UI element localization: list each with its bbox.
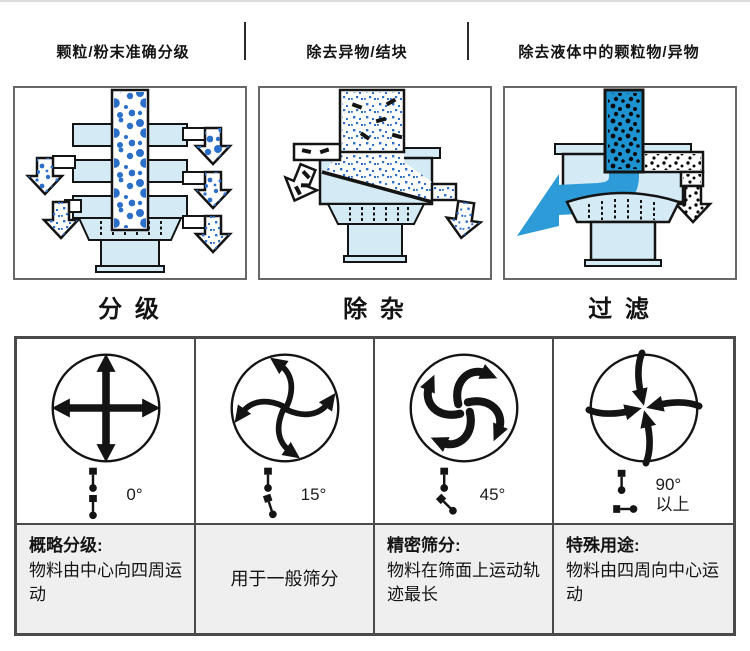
header-label-grading: 颗粒/粉末准确分级: [56, 44, 190, 61]
motion-cell-15deg: 15°: [196, 339, 375, 525]
inlet-with-impurities: [338, 88, 406, 154]
inward-arrows-icon: [584, 349, 703, 467]
header-label-liquid: 除去液体中的颗粒物/异物: [518, 44, 700, 61]
use-case-header: 颗粒/粉末准确分级 除去异物/结块 除去液体中的颗粒物/异物: [0, 2, 750, 80]
panel-impurity-box: [258, 86, 492, 280]
weight-icon-15deg: [262, 467, 277, 519]
header-label-impurity: 除去异物/结块: [306, 44, 408, 61]
angle-label: 0°: [126, 485, 143, 505]
desc-text: 物料由中心向四周运动: [29, 560, 182, 605]
motion-cell-45deg: 45°: [375, 339, 554, 525]
desc-cell-90deg: 特殊用途: 物料由四周向中心运动: [554, 525, 733, 633]
desc-text: 用于一般筛分: [230, 568, 339, 589]
angle-label: 15°: [300, 485, 327, 505]
panel-caption-filtration: 过 滤: [588, 296, 652, 323]
panel-grading-box: [13, 86, 247, 280]
panel-caption-grading: 分 级: [98, 296, 162, 323]
filtration-sieve-illustration: [517, 88, 712, 267]
desc-cell-0deg: 概略分级: 物料由中心向四周运动: [17, 525, 196, 633]
inclined-screen: [321, 170, 433, 204]
gentle-pinwheel-arrows-icon: [230, 353, 339, 463]
strong-pinwheel-arrows-icon: [409, 353, 518, 463]
motion-angle-table: 0° 15°: [14, 336, 736, 636]
desc-title: 概略分级:: [29, 536, 103, 555]
desc-text: 物料由四周向中心运动: [566, 560, 719, 605]
fines-on-screen: [324, 150, 432, 200]
solids-duct-right: [641, 150, 712, 224]
panel-impurity: 除 杂: [258, 86, 492, 334]
impurity-outlet-left: [277, 142, 342, 209]
motion-cell-90deg: 90°以上: [554, 339, 733, 525]
panel-grading: 分 级: [13, 86, 247, 334]
panel-caption-impurity: 除 杂: [343, 296, 407, 323]
desc-cell-15deg: 用于一般筛分: [196, 525, 375, 633]
angle-label: 90°以上: [655, 475, 690, 514]
weight-icon-90deg: [612, 469, 637, 513]
weight-icon-45deg: [435, 467, 457, 515]
illustration-panels: 分 级: [0, 86, 750, 334]
angle-label: 45°: [479, 485, 506, 505]
panel-filtration-box: [503, 86, 737, 280]
fines-outlet-right: [430, 182, 485, 242]
panel-filtration: 过 滤: [503, 86, 737, 334]
header-divider: [467, 22, 469, 60]
weight-icon-0deg: [89, 467, 98, 520]
desc-title: 特殊用途:: [566, 536, 640, 555]
header-divider: [244, 22, 246, 60]
inlet-column-particles: [110, 88, 150, 232]
slurry-inlet: [603, 88, 645, 174]
impurity-sieve-illustration: [277, 88, 485, 263]
desc-cell-45deg: 精密筛分: 物料在筛面上运动轨迹最长: [375, 525, 554, 633]
sieve-base: [584, 220, 662, 267]
grading-sieve-illustration: [26, 88, 232, 273]
desc-text: 物料在筛面上运动轨迹最长: [387, 560, 540, 605]
screen-dome: [565, 191, 681, 224]
four-way-outward-arrows-icon: [51, 353, 160, 463]
motion-cell-0deg: 0°: [17, 339, 196, 525]
sieve-base: [326, 203, 426, 263]
desc-title: 精密筛分:: [387, 536, 461, 555]
